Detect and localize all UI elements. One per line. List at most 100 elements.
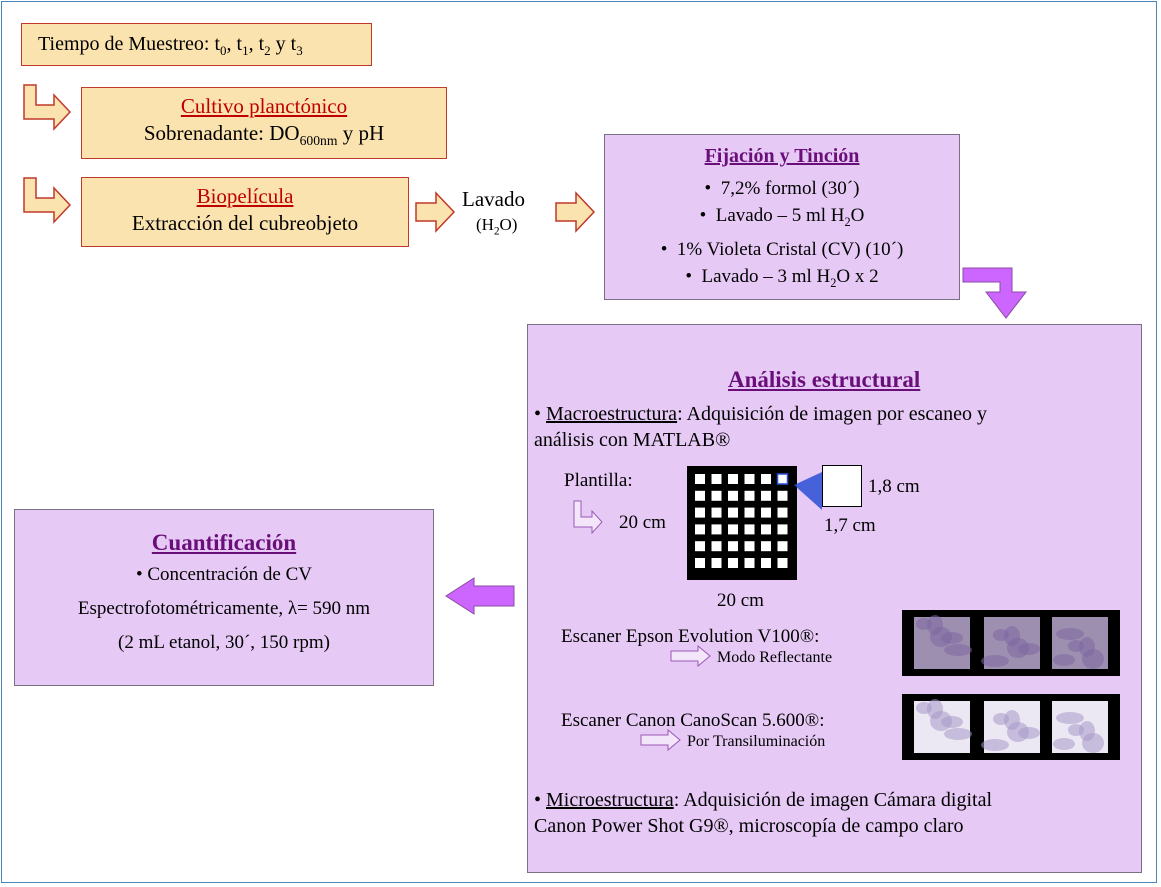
cell-zoom-beam (794, 472, 822, 510)
template-cell (728, 474, 738, 484)
quantification-line-2: Espectrofotométricamente, λ= 590 nm (77, 598, 371, 619)
zoomed-cell (822, 465, 862, 507)
cell-width-label: 1,7 cm (824, 515, 876, 536)
template-cell (761, 474, 771, 484)
template-width-label: 20 cm (619, 512, 666, 533)
sampling-time-text: Tiempo de Muestreo: t0, t1, t2 y t3 (38, 33, 303, 58)
template-cell (695, 558, 705, 568)
template-cell (728, 541, 738, 552)
template-cell (711, 558, 722, 568)
scanner-epson-label: Escaner Epson Evolution V100®: (561, 626, 820, 647)
macro-line-2: análisis con MATLAB® (534, 429, 731, 451)
arrow-to-quantification (445, 577, 515, 615)
template-cell (761, 490, 771, 501)
wash-label: Lavado (462, 187, 525, 211)
biofilm-stain (1018, 727, 1040, 739)
biofilm-stain (1056, 628, 1084, 640)
template-cell (761, 524, 771, 535)
arrow-to-fixation (555, 191, 596, 233)
biofilm-stain (944, 728, 972, 740)
micro-line-2: Canon Power Shot G9®, microscopía de cam… (534, 815, 964, 837)
biofilm-title: Biopelícula (196, 184, 294, 208)
template-cell (695, 474, 705, 484)
template-cell (728, 507, 738, 518)
biofilm-box: Biopelícula Extracción del cubreobjeto (81, 177, 409, 247)
template-height-label: 20 cm (717, 590, 764, 611)
template-cell (744, 507, 755, 518)
planktonic-title: Cultivo planctónico (180, 94, 348, 118)
biofilm-stain (1018, 643, 1040, 655)
reflective-mode-label: Modo Reflectante (717, 649, 833, 666)
template-cell (695, 490, 705, 501)
template-cell (728, 558, 738, 568)
epson-scan-strip (902, 610, 1120, 676)
template-cell (711, 524, 722, 535)
biofilm-stain (944, 644, 972, 656)
biofilm-stain (1004, 626, 1020, 646)
template-cell (711, 541, 722, 552)
fixation-item-4: • Lavado – 3 ml H2O x 2 (685, 265, 879, 290)
sampling-time-box: Tiempo de Muestreo: t0, t1, t2 y t3 (21, 23, 372, 66)
template-cell (777, 507, 788, 518)
template-cell (777, 524, 788, 535)
transillumination-arrow-icon (640, 728, 681, 752)
fixation-title: Fijación y Tinción (704, 145, 860, 167)
template-cell (761, 541, 771, 552)
canon-scan-strip (902, 694, 1120, 760)
template-cell (777, 558, 788, 568)
template-cell (777, 490, 788, 501)
template-cell (761, 558, 771, 568)
template-cell (695, 507, 705, 518)
template-label: Plantilla: (564, 470, 633, 491)
cell-height-label: 1,8 cm (868, 476, 920, 497)
template-selected-cell (776, 473, 789, 485)
biofilm-stain (941, 716, 963, 728)
biofilm-stain (1079, 637, 1095, 657)
bent-arrow-planktonic (23, 84, 72, 131)
biofilm-stain (1053, 738, 1075, 750)
template-cell (711, 507, 722, 518)
biofilm-stain (1079, 721, 1095, 741)
template-cell (744, 490, 755, 501)
wash-water: (H2O) (476, 215, 518, 238)
structural-analysis-box: Análisis estructural • Macroestructura: … (527, 324, 1142, 873)
template-arrow-icon (573, 500, 603, 535)
transillumination-label: Por Transiluminación (687, 733, 826, 750)
fixation-item-3: • 1% Violeta Cristal (CV) (10´) (660, 238, 904, 260)
analysis-title: Análisis estructural (728, 367, 921, 392)
template-cell (728, 524, 738, 535)
template-grid (687, 466, 797, 580)
quantification-box: Cuantificación • Concentración de CV Esp… (14, 509, 434, 686)
bent-arrow-to-analysis (962, 267, 1028, 319)
template-cell (744, 558, 755, 568)
fixation-item-2: • Lavado – 5 ml H2O (699, 205, 865, 229)
biofilm-stain (981, 655, 1009, 667)
biofilm-stain (927, 699, 943, 719)
arrow-to-wash (415, 191, 456, 233)
biofilm-detail: Extracción del cubreobjeto (131, 211, 359, 235)
template-cell (744, 524, 755, 535)
bent-arrow-biofilm (23, 177, 72, 224)
template-cell (695, 524, 705, 535)
template-cell (744, 541, 755, 552)
template-cell (711, 490, 722, 501)
planktonic-detail: Sobrenadante: DO600nm y pH (143, 121, 385, 149)
fixation-staining-box: Fijación y Tinción • 7,2% formol (30´) •… (604, 134, 960, 300)
biofilm-stain (981, 739, 1009, 751)
template-cell (711, 474, 722, 484)
planktonic-culture-box: Cultivo planctónico Sobrenadante: DO600n… (81, 87, 447, 159)
biofilm-stain (1004, 710, 1020, 730)
quantification-line-3: (2 mL etanol, 30´, 150 rpm) (118, 632, 330, 653)
biofilm-stain (927, 615, 943, 635)
biofilm-stain (1056, 712, 1084, 724)
macro-line-1: • Macroestructura: Adquisición de imagen… (534, 403, 987, 425)
micro-line-1: • Microestructura: Adquisición de imagen… (534, 789, 993, 811)
quantification-line-1: • Concentración de CV (135, 564, 313, 585)
template-cell (695, 541, 705, 552)
biofilm-stain (941, 632, 963, 644)
template-cell (777, 541, 788, 552)
reflective-mode-arrow-icon (670, 644, 711, 668)
template-cell (728, 490, 738, 501)
template-cell (744, 474, 755, 484)
